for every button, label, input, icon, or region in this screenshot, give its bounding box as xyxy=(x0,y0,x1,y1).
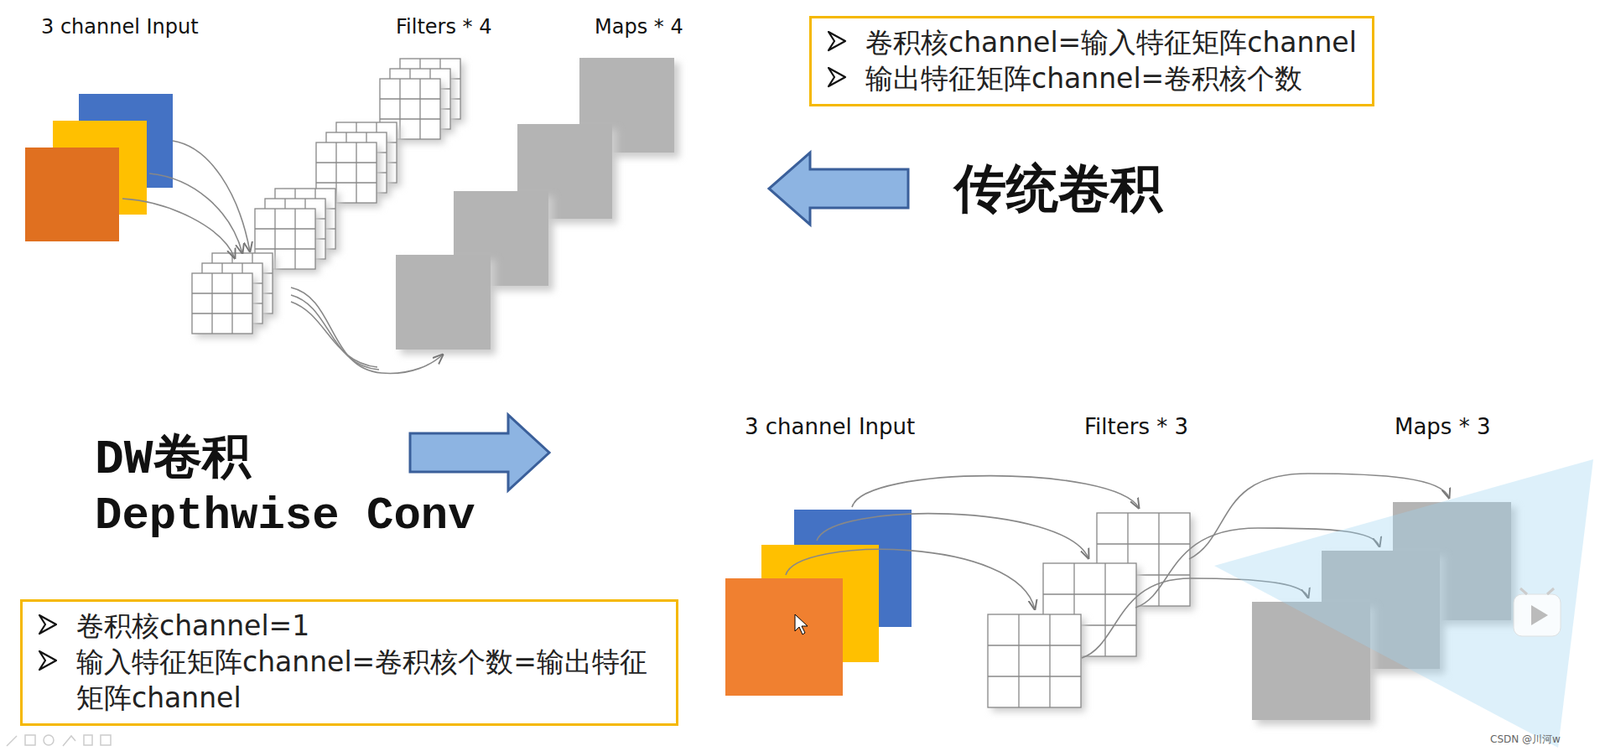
mouse-cursor xyxy=(794,614,808,635)
panel-label: 3 channel Input xyxy=(41,15,199,39)
depthwise-filters xyxy=(987,513,1195,712)
bullet-text: 卷积核channel=输入特征矩阵channel xyxy=(865,25,1357,62)
bullet-arrow xyxy=(37,649,58,672)
note-box: 卷积核channel=1输入特征矩阵channel=卷积核个数=输出特征矩阵ch… xyxy=(20,599,679,727)
bullet-row: 输出特征矩阵channel=卷积核个数 xyxy=(826,61,1357,98)
panel-label: Filters * 3 xyxy=(1084,414,1189,440)
section-title: 传统卷积 xyxy=(954,153,1163,224)
note-box: 卷积核channel=输入特征矩阵channel输出特征矩阵channel=卷积… xyxy=(809,15,1375,107)
flow-curves xyxy=(122,140,443,374)
section-title: DW卷积 xyxy=(94,424,251,490)
panel-label: Maps * 4 xyxy=(594,15,684,39)
panel-label: Maps * 3 xyxy=(1394,414,1491,440)
bullet-row: 卷积核channel=输入特征矩阵channel xyxy=(826,25,1357,62)
bullet-arrow xyxy=(826,66,847,89)
bullet-arrow xyxy=(37,613,58,636)
section-title: Depthwise Conv xyxy=(94,490,476,542)
watermark: CSDN @川河w xyxy=(1490,732,1561,748)
panel-label: Filters * 4 xyxy=(395,15,492,39)
input-channels xyxy=(25,93,173,242)
bullet-row: 卷积核channel=1 xyxy=(37,608,661,645)
play-button xyxy=(1513,588,1561,637)
left-arrow xyxy=(768,152,909,225)
bullet-text: 输出特征矩阵channel=卷积核个数 xyxy=(865,61,1303,98)
bullet-arrow xyxy=(826,30,847,52)
right-arrow xyxy=(410,415,550,491)
panel-label: 3 channel Input xyxy=(744,414,915,440)
toolbar-icons xyxy=(6,735,111,747)
play-overlay xyxy=(1214,459,1594,749)
bullet-text: 输入特征矩阵channel=卷积核个数=输出特征矩阵channel xyxy=(76,644,661,717)
bullet-text: 卷积核channel=1 xyxy=(76,608,310,645)
bullet-row: 输入特征矩阵channel=卷积核个数=输出特征矩阵channel xyxy=(37,644,661,717)
